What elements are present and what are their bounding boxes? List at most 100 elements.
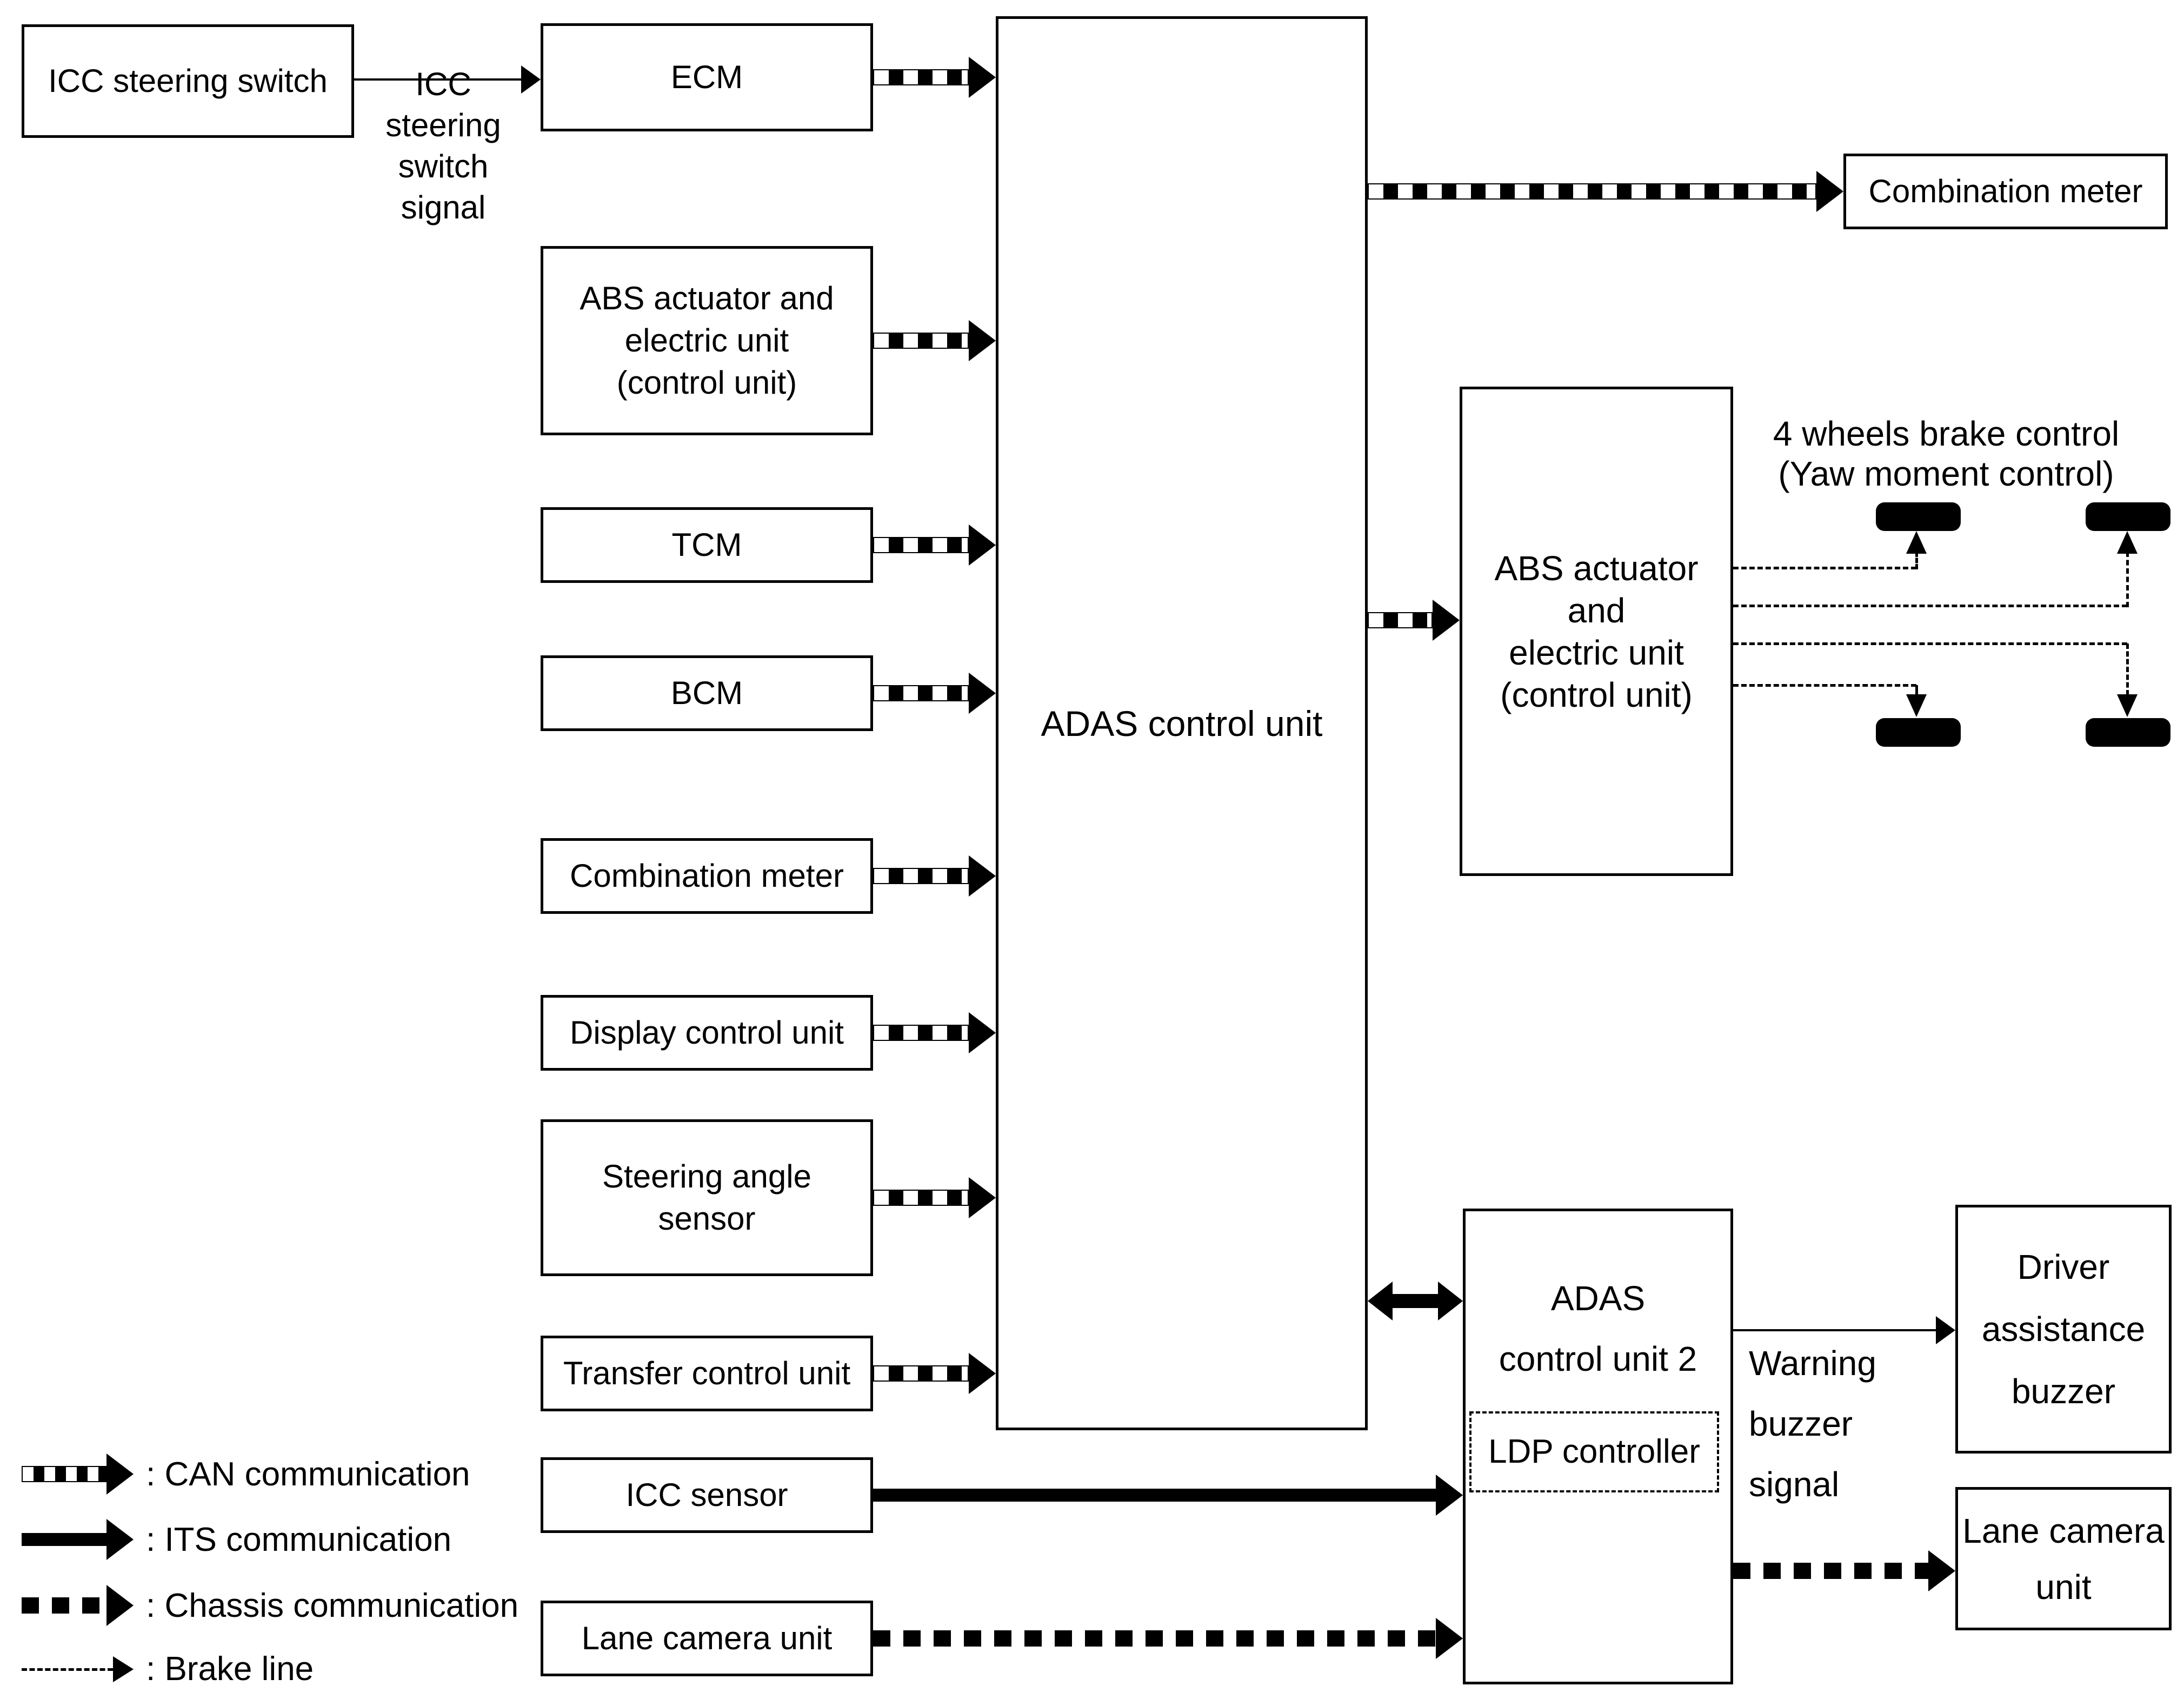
legend-its-label: : ITS communication bbox=[146, 1521, 452, 1558]
arrowhead-right-icon bbox=[1436, 1618, 1463, 1659]
arrow-shaft bbox=[873, 1365, 969, 1382]
arrow-shaft bbox=[873, 333, 969, 349]
arrowhead-right-icon bbox=[1928, 1550, 1955, 1591]
brake-arrowhead-up-icon bbox=[2117, 531, 2138, 554]
arrow-shaft bbox=[873, 69, 969, 85]
arrow-shaft bbox=[22, 1597, 106, 1614]
node-abs-actuator-left: ABS actuator and electric unit (control … bbox=[541, 246, 873, 435]
node-abs-actuator-right: ABS actuator and electric unit (control … bbox=[1460, 387, 1733, 876]
arrow-can-display-to-adas bbox=[873, 1012, 996, 1053]
legend-can-arrow-icon bbox=[22, 1454, 134, 1495]
arrow-shaft bbox=[22, 1668, 113, 1671]
node-adas-control-unit: ADAS control unit bbox=[996, 16, 1368, 1430]
arrow-shaft bbox=[1733, 1563, 1928, 1579]
brake-line-rear-left-riser bbox=[1915, 685, 1918, 695]
node-display-control-unit: Display control unit bbox=[541, 995, 873, 1071]
arrow-shaft bbox=[873, 1630, 1436, 1647]
arrow-shaft bbox=[22, 1533, 106, 1546]
arrow-shaft bbox=[1393, 1294, 1438, 1308]
arrow-icc-switch-to-ecm bbox=[354, 64, 541, 95]
arrow-shaft bbox=[873, 685, 969, 701]
arrow-can-adas-to-adas2-bidirectional bbox=[1368, 1280, 1463, 1322]
wheel-front-right-icon bbox=[2086, 502, 2170, 531]
arrow-shaft bbox=[354, 78, 521, 81]
brake-line-rear-left bbox=[1733, 684, 1916, 687]
icc-steering-switch-signal-label: ICC steering switch signal bbox=[385, 66, 501, 225]
node-bcm: BCM bbox=[541, 655, 873, 731]
node-icc-sensor: ICC sensor bbox=[541, 1457, 873, 1533]
brake-line-front-right-riser bbox=[2126, 552, 2129, 607]
arrow-can-steering-sensor-to-adas bbox=[873, 1177, 996, 1218]
arrow-can-bcm-to-adas bbox=[873, 673, 996, 714]
node-ldp-controller: LDP controller bbox=[1469, 1411, 1719, 1492]
brake-arrowhead-down-icon bbox=[1906, 694, 1927, 717]
arrowhead-right-icon bbox=[969, 320, 996, 361]
node-steering-angle-sensor: Steering angle sensor bbox=[541, 1119, 873, 1276]
legend-brake-arrow-icon bbox=[22, 1656, 134, 1682]
four-wheels-brake-control-label: 4 wheels brake control (Yaw moment contr… bbox=[1773, 414, 2120, 493]
brake-arrowhead-up-icon bbox=[1906, 531, 1927, 554]
node-ecm: ECM bbox=[541, 23, 873, 131]
arrow-chassis-lane-camera-to-adas2 bbox=[873, 1618, 1463, 1659]
arrow-can-adas-to-combination-meter bbox=[1368, 171, 1843, 212]
arrowhead-right-icon bbox=[106, 1585, 134, 1626]
arrow-shaft bbox=[1733, 1329, 1936, 1331]
arrow-shaft bbox=[1368, 183, 1816, 200]
node-tcm: TCM bbox=[541, 507, 873, 583]
arrow-shaft bbox=[873, 537, 969, 553]
arrow-can-tcm-to-adas bbox=[873, 525, 996, 566]
node-transfer-control-unit: Transfer control unit bbox=[541, 1336, 873, 1411]
arrowhead-right-icon bbox=[969, 525, 996, 566]
node-lane-camera-right: Lane camera unit bbox=[1955, 1487, 2172, 1630]
arrow-shaft bbox=[22, 1466, 106, 1482]
wheel-rear-left-icon bbox=[1876, 718, 1961, 747]
brake-line-front-right bbox=[1733, 605, 2127, 607]
node-combination-meter-right: Combination meter bbox=[1843, 154, 2168, 229]
arrowhead-right-icon bbox=[969, 57, 996, 98]
arrow-shaft bbox=[873, 1190, 969, 1206]
legend-chassis-arrow-icon bbox=[22, 1585, 134, 1626]
arrow-shaft bbox=[873, 1025, 969, 1041]
legend-chassis-label: : Chassis communication bbox=[146, 1587, 519, 1624]
arrow-can-adas-to-abs-right bbox=[1368, 600, 1460, 641]
arrowhead-right-icon bbox=[106, 1519, 134, 1560]
arrow-its-icc-sensor-to-adas2 bbox=[873, 1475, 1463, 1516]
arrowhead-right-icon bbox=[969, 1012, 996, 1053]
node-icc-steering-switch: ICC steering switch bbox=[22, 24, 354, 138]
node-driver-assistance-buzzer: Driver assistance buzzer bbox=[1955, 1205, 2172, 1454]
arrow-shaft bbox=[1368, 612, 1433, 628]
legend-its-arrow-icon bbox=[22, 1519, 134, 1560]
legend-can-label: : CAN communication bbox=[146, 1456, 470, 1493]
brake-line-rear-right-riser bbox=[2126, 643, 2129, 695]
brake-line-rear-right bbox=[1733, 642, 2127, 645]
node-combination-meter-left: Combination meter bbox=[541, 838, 873, 914]
legend-brake-label: : Brake line bbox=[146, 1650, 314, 1688]
arrowhead-right-icon bbox=[969, 1353, 996, 1394]
arrowhead-right-icon bbox=[969, 1177, 996, 1218]
arrow-adas2-to-buzzer bbox=[1733, 1315, 1955, 1345]
arrow-can-transfer-to-adas bbox=[873, 1353, 996, 1394]
arrowhead-right-icon bbox=[969, 673, 996, 714]
node-lane-camera-left: Lane camera unit bbox=[541, 1601, 873, 1676]
adas-control-unit-2-label: ADAS control unit 2 bbox=[1499, 1279, 1697, 1378]
arrow-can-ecm-to-adas bbox=[873, 57, 996, 98]
warning-buzzer-signal-label: Warning buzzer signal bbox=[1749, 1344, 1876, 1504]
brake-line-front-left-riser bbox=[1915, 552, 1918, 569]
arrow-shaft bbox=[873, 868, 969, 884]
brake-line-front-left bbox=[1733, 567, 1916, 569]
arrowhead-right-icon bbox=[969, 855, 996, 897]
wheel-front-left-icon bbox=[1876, 502, 1961, 531]
arrow-can-combination-meter-to-adas bbox=[873, 855, 996, 897]
arrowhead-right-icon bbox=[1438, 1282, 1463, 1320]
arrowhead-right-icon bbox=[1433, 600, 1460, 641]
arrowhead-right-icon bbox=[113, 1656, 134, 1682]
arrow-can-abs-to-adas bbox=[873, 320, 996, 361]
arrowhead-left-icon bbox=[1368, 1282, 1393, 1320]
arrow-shaft bbox=[873, 1489, 1436, 1502]
arrowhead-right-icon bbox=[1436, 1475, 1463, 1516]
wheel-rear-right-icon bbox=[2086, 718, 2170, 747]
arrow-chassis-adas2-to-lane-camera bbox=[1733, 1550, 1955, 1591]
brake-arrowhead-down-icon bbox=[2117, 694, 2138, 717]
arrowhead-right-icon bbox=[1936, 1316, 1955, 1344]
